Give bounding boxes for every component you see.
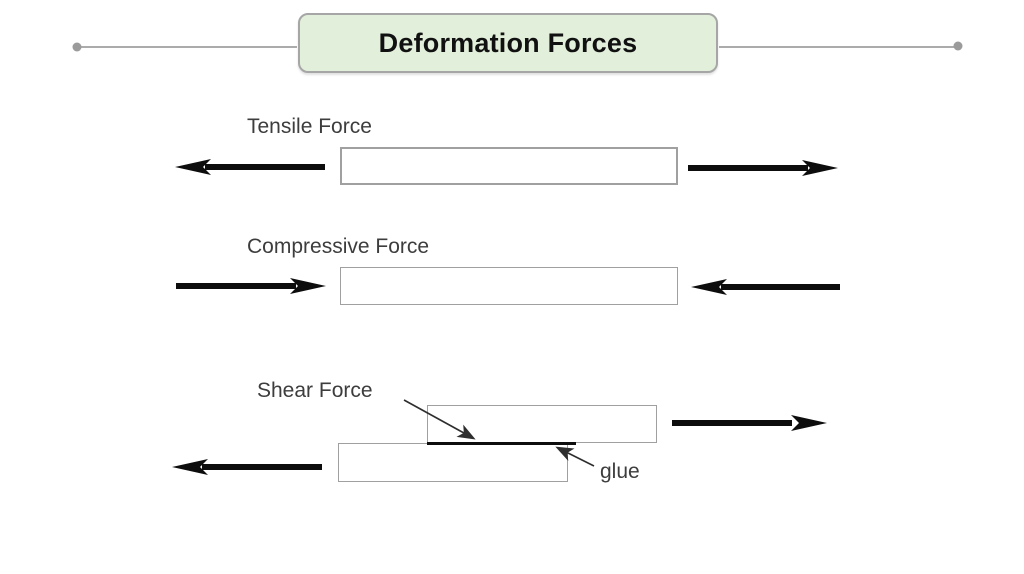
connector-left-dot: [72, 42, 82, 52]
tensile-bar: [340, 147, 678, 185]
title-box: Deformation Forces: [298, 13, 718, 73]
shear-right-arrow-icon: [672, 415, 827, 431]
tensile-force-label: Tensile Force: [247, 115, 372, 138]
glue-label: glue: [600, 460, 640, 483]
page-title: Deformation Forces: [378, 27, 638, 58]
tensile-left-arrow-icon: [175, 159, 325, 175]
compressive-force-label: Compressive Force: [247, 235, 430, 258]
tensile-right-arrow-icon: [688, 160, 838, 176]
shear-force-label: Shear Force: [257, 379, 373, 402]
compressive-right-arrow-icon: [691, 279, 840, 295]
connector-right-dot: [953, 41, 963, 51]
shear-top-bar: [427, 405, 657, 443]
shear-bottom-bar: [338, 443, 568, 482]
compressive-bar: [340, 267, 678, 305]
shear-left-arrow-icon: [172, 459, 322, 475]
compressive-left-arrow-icon: [176, 278, 326, 294]
